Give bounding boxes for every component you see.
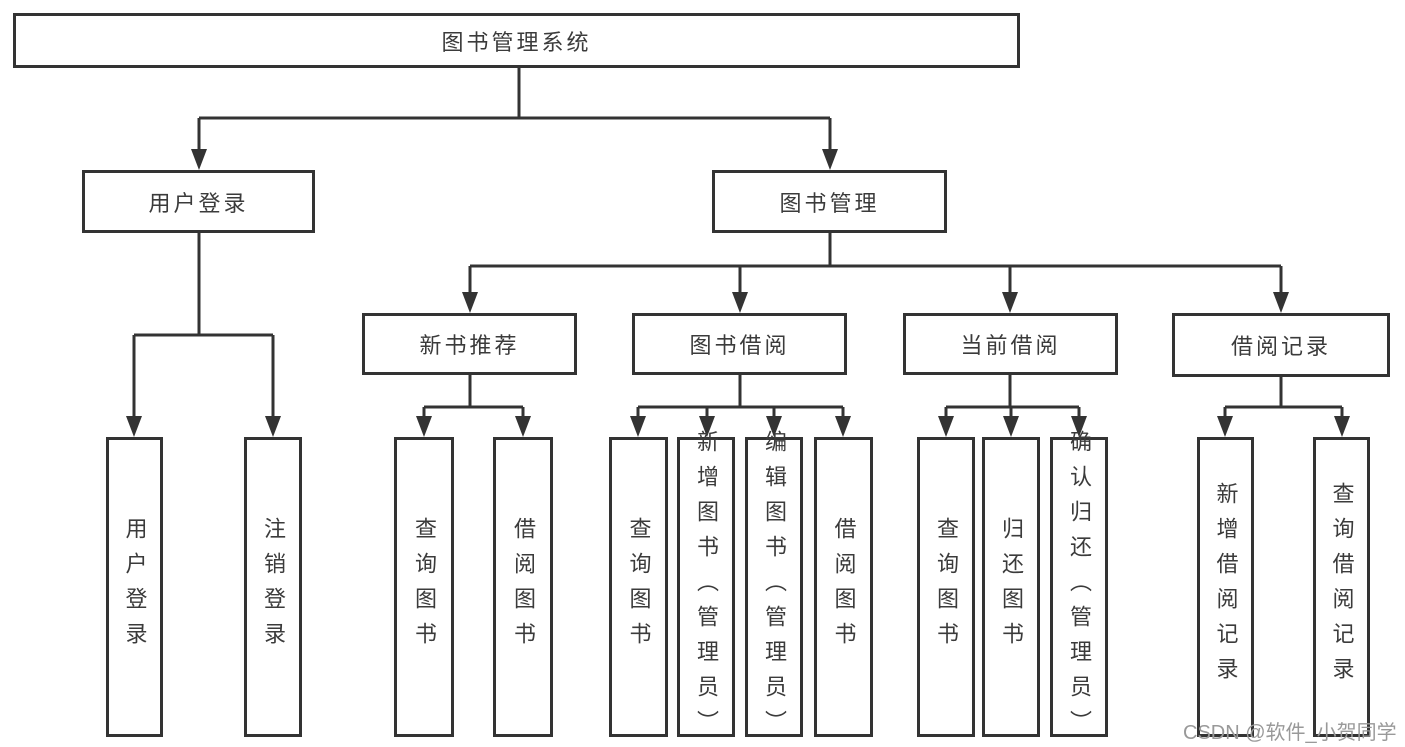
edge-current-borrow-to-leaves [944, 375, 1081, 420]
node-book-borrow: 图书借阅 [632, 313, 847, 375]
arrowhead-icons [126, 149, 1350, 437]
leaf-recommend-query-book-label: 查询图书 [412, 517, 437, 657]
leaf-query-borrow-record: 查询借阅记录 [1313, 437, 1370, 737]
leaf-recommend-borrow-book-label: 借阅图书 [511, 517, 536, 657]
leaf-recommend-query-book: 查询图书 [394, 437, 454, 737]
edge-book-mgmt-to-level3 [468, 233, 1283, 296]
leaf-return-book: 归还图书 [982, 437, 1040, 737]
leaf-edit-book-admin-label: 编辑图书（管理员） [762, 429, 787, 745]
node-root-system: 图书管理系统 [13, 13, 1020, 68]
leaf-user-login-label: 用户登录 [122, 517, 148, 657]
leaf-add-borrow-record: 新增借阅记录 [1197, 437, 1254, 737]
edge-user-login-to-leaves [132, 233, 275, 420]
node-user-login: 用户登录 [82, 170, 315, 233]
leaf-user-login: 用户登录 [106, 437, 163, 737]
node-new-book-recommend-label: 新书推荐 [419, 333, 520, 358]
csdn-watermark: CSDN @软件_小贺同学 [1183, 722, 1397, 744]
leaf-logout-label: 注销登录 [261, 517, 286, 657]
edge-root-to-level2 [197, 68, 832, 152]
leaf-query-borrow-record-label: 查询借阅记录 [1329, 482, 1355, 692]
leaf-current-query-book: 查询图书 [917, 437, 975, 737]
leaf-return-book-label: 归还图书 [999, 517, 1024, 657]
leaf-borrow-query-book-label: 查询图书 [626, 517, 652, 657]
node-book-management: 图书管理 [712, 170, 947, 233]
leaf-edit-book-admin: 编辑图书（管理员） [745, 430, 803, 745]
leaf-recommend-borrow-book: 借阅图书 [493, 437, 553, 737]
leaf-confirm-return-admin: 确认归还（管理员） [1050, 430, 1108, 745]
leaf-confirm-return-admin-label: 确认归还（管理员） [1067, 429, 1092, 745]
leaf-borrow-query-book: 查询图书 [609, 437, 668, 737]
node-book-management-label: 图书管理 [779, 190, 880, 216]
node-book-borrow-label: 图书借阅 [689, 333, 790, 358]
node-new-book-recommend: 新书推荐 [362, 313, 577, 375]
node-borrow-record: 借阅记录 [1172, 313, 1390, 377]
leaf-add-book-admin: 新增图书（管理员） [677, 430, 735, 745]
leaf-borrow-book: 借阅图书 [814, 437, 873, 737]
node-user-login-label: 用户登录 [148, 190, 249, 216]
leaf-add-borrow-record-label: 新增借阅记录 [1213, 482, 1239, 692]
leaf-current-query-book-label: 查询图书 [934, 517, 959, 657]
edge-book-borrow-to-leaves [636, 375, 845, 420]
leaf-logout: 注销登录 [244, 437, 302, 737]
edge-borrow-record-to-leaves [1223, 377, 1344, 420]
edge-new-book-to-leaves [422, 375, 525, 420]
node-root-system-label: 图书管理系统 [441, 29, 592, 55]
leaf-borrow-book-label: 借阅图书 [831, 517, 857, 657]
node-current-borrow: 当前借阅 [903, 313, 1118, 375]
node-current-borrow-label: 当前借阅 [960, 333, 1061, 358]
leaf-add-book-admin-label: 新增图书（管理员） [694, 429, 719, 745]
node-borrow-record-label: 借阅记录 [1230, 334, 1331, 359]
